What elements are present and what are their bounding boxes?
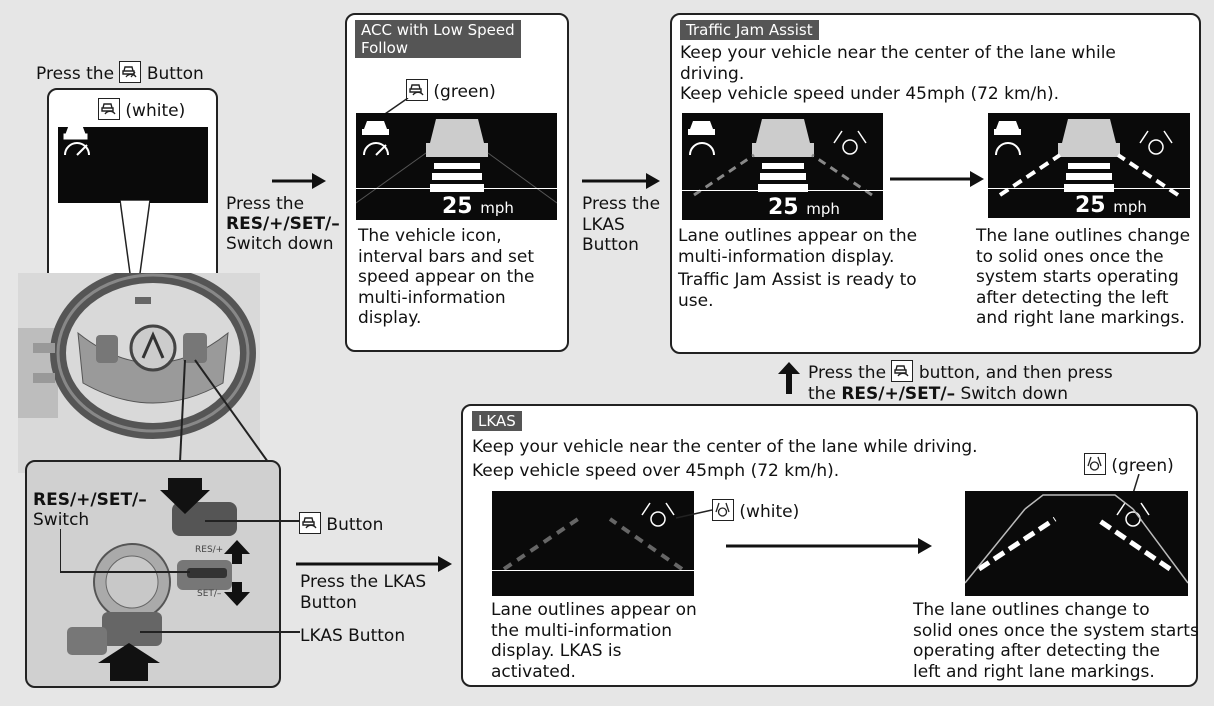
acc-icon (98, 98, 120, 120)
arrow-right-icon (296, 556, 452, 572)
tja-speed-readout-b: 25 mph (1075, 193, 1147, 218)
tja-speed-readout-a: 25 mph (768, 195, 840, 220)
lkas-display-ready-graphics (502, 502, 684, 571)
acc-speed-readout: 25 mph (442, 194, 514, 219)
tja-tag: Traffic Jam Assist (680, 20, 819, 40)
res-switch-label: RES/+/SET/– Switch (33, 490, 147, 530)
lkas-white-indicator-label: (white) (712, 499, 799, 523)
set-minus-tiny-label: SET/– (197, 589, 222, 599)
car-meter-icon (63, 125, 90, 156)
res-plus-tiny-label: RES/+ (195, 545, 223, 555)
mid-display-ready (58, 127, 208, 203)
acc-description: The vehicle icon, interval bars and set … (358, 226, 535, 328)
tja-display-divider (682, 190, 883, 191)
lkas-display-ready (492, 491, 694, 596)
arrow2-caption: Press the LKAS Button (582, 194, 661, 255)
lkas-display-active (965, 491, 1188, 596)
acc-button-callout: Button (299, 512, 383, 536)
up-down-arrow-icon (224, 540, 250, 606)
arrow1-caption: Press the RES/+/SET/– Switch down (226, 194, 340, 254)
acc-button-icon (119, 61, 142, 83)
lkas-white-leader (676, 509, 713, 519)
lkas-icon (1084, 453, 1106, 475)
tja-display-ready-graphics (688, 119, 873, 197)
arrow3-caption: Press the LKAS Button (300, 572, 427, 613)
arrow-right-icon (726, 538, 932, 554)
leader-lines (60, 520, 300, 573)
tja-desc-right: The lane outlines change to solid ones o… (976, 226, 1191, 328)
arrow-up-icon (778, 362, 800, 394)
acc-tag: ACC with Low Speed Follow (355, 20, 521, 58)
press-acc-button-caption: Press the Button (36, 61, 204, 85)
acc-button-icon (299, 512, 321, 534)
acc-white-indicator-label: (white) (98, 98, 185, 122)
acc-display-divider (356, 188, 557, 189)
lkas-display-active-graphics (965, 494, 1188, 584)
lkas-button-callout: LKAS Button (300, 626, 406, 646)
switch-closeup-illustration: RES/+ SET/– (67, 502, 237, 655)
lkas-desc-left: Lane outlines appear on the multi-inform… (491, 600, 697, 682)
tja-display-divider-b (988, 188, 1190, 189)
lkas-desc-right: The lane outlines change to solid ones o… (913, 600, 1199, 682)
arrow-right-icon (890, 171, 984, 187)
zoom-lines (179, 359, 269, 463)
acc-icon (891, 360, 914, 382)
acc-green-indicator-label: (green) (406, 79, 496, 103)
lkas-instructions: Keep your vehicle near the center of the… (472, 437, 978, 481)
press-up-arrow-icon (98, 643, 160, 681)
press-down-arrow-icon (160, 478, 210, 514)
arrow-right-icon (272, 173, 326, 189)
arrow-right-icon (582, 173, 660, 189)
tja-desc-left2: Traffic Jam Assist is ready to use. (678, 270, 917, 311)
lkas-tag: LKAS (472, 411, 522, 431)
callout-pointer (120, 200, 150, 288)
lkas-icon (712, 499, 734, 521)
lkas-display-divider (492, 570, 694, 571)
up-note: Press the button, and then press the RES… (808, 360, 1113, 404)
lkas-green-indicator-label: (green) (1084, 453, 1174, 477)
lkas-leader-line (140, 631, 300, 633)
tja-instructions: Keep your vehicle near the center of the… (680, 43, 1116, 104)
tja-desc-left: Lane outlines appear on the multi-inform… (678, 226, 918, 267)
steering-wheel-illustration (18, 273, 260, 473)
